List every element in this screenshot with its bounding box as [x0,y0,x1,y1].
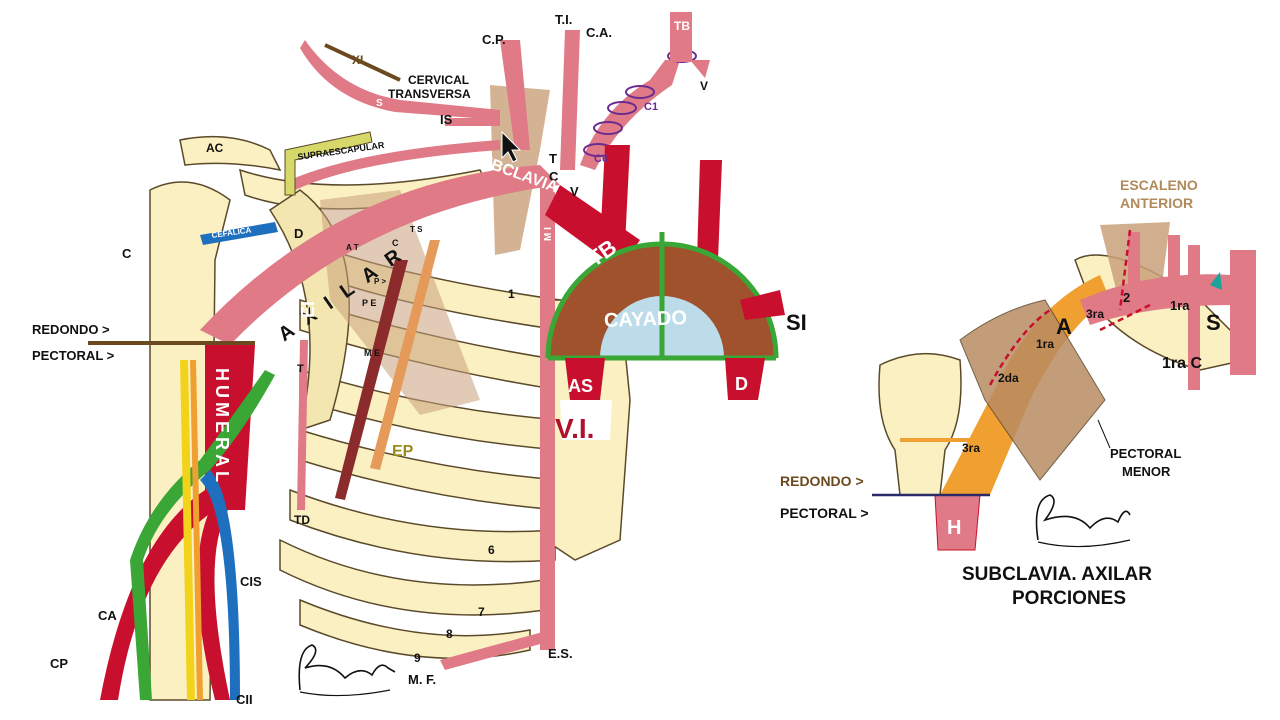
basilic-vein [200,470,240,700]
cpd-label: CPD [629,169,646,203]
rib-1-label: 1 [508,287,515,301]
vi-label: V.I. [555,413,594,444]
as-label: AS [568,376,593,396]
me-label: M E [364,348,380,358]
brachiocephalic-trunk [545,185,640,270]
a-right-label: A [1056,314,1072,339]
suprascapular-artery [290,140,500,190]
v-mid-label: V [570,184,579,199]
axillary-subclavian-artery [200,165,560,345]
at-label: A T [346,243,359,252]
escaleno-label: ESCALENO [1120,177,1198,193]
mouse-cursor-icon [501,130,522,163]
musculocutaneous-nerve [130,370,275,700]
s-label: S [376,98,383,109]
signature-left [298,644,396,697]
inferior-thyroid-artery [560,30,580,170]
c-small-label: C [392,238,399,248]
si-label: SI [786,310,807,335]
title-line-2: PORCIONES [1012,588,1126,609]
mf-label: M. F. [408,672,436,687]
ts-label: T S [410,225,423,234]
pe-label: P E [362,298,376,308]
ei-label: EI [298,301,318,318]
cii-label: CII [236,692,253,707]
d-aorta-label: D [735,374,748,394]
redondo-label: REDONDO > [32,322,110,337]
ca-top-label: C.A. [586,25,612,40]
cp-bottom-label: CP [50,656,68,671]
ascending-aorta [565,358,605,400]
portion-2da-label: 2da [998,371,1019,385]
signature-right [1035,494,1131,548]
pectoral-menor-label-1: PECTORAL [1110,446,1181,461]
td-label: TD [294,513,310,527]
portion-2-label: 2 [1123,290,1130,305]
p-label: P [392,116,399,127]
c1-label: C1 [644,101,658,113]
d-label: D [294,226,303,241]
ti-label: T.I. [555,12,572,27]
rib-7-label: 7 [478,605,485,619]
portion-3ra-top-label: 3ra [1086,307,1104,321]
portion-1ra-mid-label: 1ra [1036,337,1054,351]
p-small-label: P > [374,277,386,286]
anterior-label: ANTERIOR [1120,195,1193,211]
is-label: IS [440,112,453,127]
ac-label: AC [206,141,224,155]
c6-label: C6 [594,153,608,165]
ce-label: CE [264,347,281,361]
v-top-label: V [700,79,708,93]
es-label: E.S. [548,646,573,661]
basilar-trunk [670,12,692,62]
ep-label: EP [392,443,414,460]
left-subclavian [740,290,785,320]
left-diagram: XI C.P. T.I. C.A. TB V CERVICAL TRANSVER… [32,12,807,707]
brachiocephalic-right [1230,250,1256,375]
first-rib-label: 1ra C [1162,355,1202,372]
cis-label: CIS [240,574,262,589]
portion-1ra-top-label: 1ra [1170,298,1190,313]
thyrocervical-trunk [500,40,530,150]
cervical-label: CERVICAL [408,73,469,87]
s-right-label: S [1206,310,1221,335]
tb-top-label: TB [674,19,690,33]
right-diagram: ESCALENO ANTERIOR 2 3ra 1ra S A 1ra 2da … [780,177,1256,609]
accessory-nerve [324,43,401,82]
c-left-label: C [122,246,132,261]
suprascapular-nerve [284,131,373,196]
cephalic-vein [200,222,278,245]
xi-label: XI [352,53,363,67]
redondo-right-label: REDONDO > [780,473,864,489]
cayado-label: CAYADO [604,307,688,332]
descending-aorta [725,358,765,400]
title-line-1: SUBCLAVIA. AXILAR [962,564,1152,585]
rib-6-label: 6 [488,543,495,557]
h-right-label: H [947,517,961,539]
pectoralis-minor-right [959,299,1106,481]
left-common-carotid [697,160,722,260]
cp-label: C.P. [482,32,506,47]
transversa-label: TRANSVERSA [388,87,471,101]
internal-thoracic-artery [540,180,555,650]
pectoral-right-label: PECTORAL > [780,505,869,521]
thoracodorsal-artery [297,340,308,510]
tc-c-label: C [549,169,559,184]
tc-t-label: T [549,151,557,166]
transverse-cervical-artery [300,40,500,120]
pectoral-menor-label-2: MENOR [1122,464,1171,479]
humeral-label: HUMERAL [212,368,232,486]
vertebral-artery [580,60,680,170]
rib-9-label: 9 [414,651,421,665]
humerus-head [878,352,962,496]
portion-3ra-bottom-label: 3ra [962,441,980,455]
acromion [179,135,282,172]
t-label: T [297,363,304,375]
mi-label: M I [543,227,554,241]
cpi-label: CPI [723,183,740,208]
pectoral-label: PECTORAL > [32,348,115,363]
rib-8-label: 8 [446,627,453,641]
ca-bottom-label: CA [98,608,117,623]
